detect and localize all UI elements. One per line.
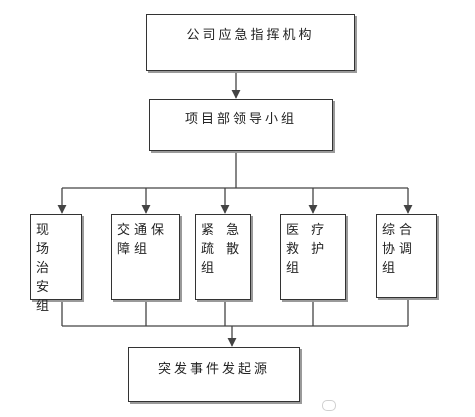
event-source-label: 突发事件发起源 [157, 362, 270, 377]
project-leadership-box: 项目部领导小组 [149, 99, 333, 151]
security-team-label: 现 场 治 安 组 [36, 223, 54, 314]
medical-team-box: 医 疗 救 护组 [280, 214, 346, 300]
headquarters-box: 公司应急指挥机构 [146, 14, 355, 71]
traffic-team-label: 交通保障组 [117, 223, 169, 257]
traffic-team-box: 交通保障组 [111, 214, 180, 300]
evacuation-team-label: 紧 急 疏 散 组 [201, 223, 244, 276]
coordination-team-label: 综合协调组 [382, 223, 417, 276]
event-source-box: 突发事件发起源 [128, 347, 300, 402]
watermark [322, 397, 462, 413]
coordination-team-box: 综合协调组 [376, 214, 437, 298]
security-team-box: 现 场 治 安 组 [30, 214, 82, 314]
headquarters-label: 公司应急指挥机构 [186, 28, 315, 43]
watermark-logo-icon [322, 400, 336, 411]
project-leadership-label: 项目部领导小组 [184, 112, 297, 127]
medical-team-label: 医 疗 救 护组 [286, 223, 329, 276]
evacuation-team-box: 紧 急 疏 散 组 [195, 214, 251, 300]
